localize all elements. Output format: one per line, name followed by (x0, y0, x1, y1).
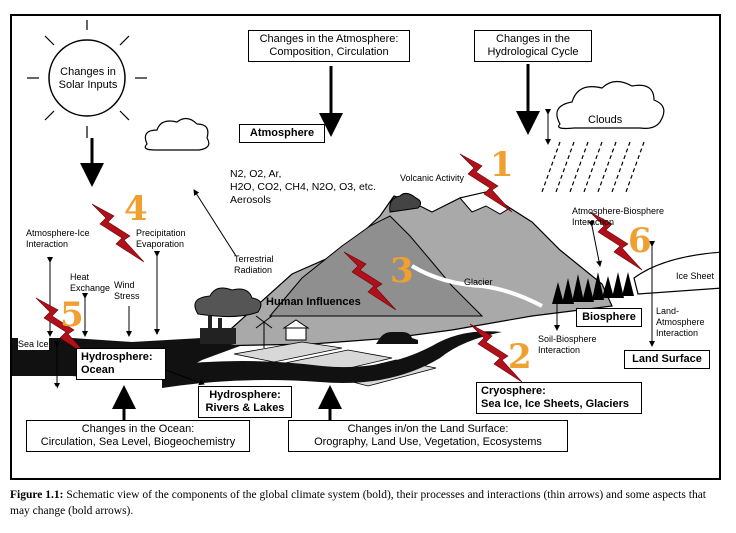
wind-line-1: Wind (114, 280, 135, 290)
atm-bio-line-2: Interaction (572, 217, 615, 227)
hydrosphere-rivers-box: Hydrosphere: Rivers & Lakes (198, 386, 292, 418)
caption-label: Figure 1.1: (10, 489, 64, 501)
solar-line-1: Changes in (60, 66, 116, 78)
car-icon (376, 332, 418, 344)
cryosphere-detail: Sea Ice, Ice Sheets, Glaciers (481, 398, 629, 410)
precipitation-label: Precipitation Evaporation (136, 228, 186, 250)
land-atmosphere-label: Land- Atmosphere Interaction (656, 306, 705, 339)
land-atm-line-3: Interaction (656, 328, 699, 338)
atmosphere-changes-detail: Composition, Circulation (269, 46, 389, 58)
land-changes-title: Changes in/on the Land Surface: (347, 423, 509, 435)
bold-arrows (80, 64, 540, 420)
precip-line-1: Precipitation (136, 228, 186, 238)
gases-line-2: H2O, CO2, CH4, N2O, O3, etc. (230, 181, 376, 193)
terrestrial-line-2: Radiation (234, 265, 273, 275)
precip-line-2: Evaporation (136, 239, 185, 249)
heat-exchange-label: Heat Exchange (70, 272, 110, 294)
marker-5: 5 (60, 295, 84, 335)
land-surface-box: Land Surface (624, 350, 710, 369)
lightning-bolt-icon (343, 251, 397, 311)
gases-label: N2, O2, Ar, H2O, CO2, CH4, N2O, O3, etc.… (230, 168, 376, 207)
atm-ice-line-1: Atmosphere-Ice (26, 228, 90, 238)
solar-inputs-label: Changes in Solar Inputs (58, 66, 118, 92)
marker-1: 1 (490, 145, 514, 185)
hydro-changes-detail: Hydrological Cycle (487, 46, 579, 58)
ice-sheet-shape (633, 251, 719, 295)
cryosphere-title: Cryosphere: (481, 385, 546, 397)
volcanic-activity-label: Volcanic Activity (400, 173, 465, 183)
thin-arrows (47, 109, 655, 389)
land-atm-line-2: Atmosphere (656, 317, 705, 327)
volcano-plume (389, 192, 422, 213)
soil-bio-line-1: Soil-Biosphere (538, 334, 597, 344)
atm-bio-line-1: Atmosphere-Biosphere (572, 206, 665, 216)
land-changes-box: Changes in/on the Land Surface: Orograph… (288, 420, 568, 452)
ice-sheet-label: Ice Sheet (676, 271, 715, 281)
gases-line-3: Aerosols (230, 194, 271, 206)
ocean-box-detail: Ocean (81, 364, 115, 376)
windmill-icon (255, 315, 273, 348)
atmosphere-changes-box: Changes in the Atmosphere: Composition, … (248, 30, 410, 62)
atmosphere-box: Atmosphere (239, 124, 325, 143)
ocean-box-title: Hydrosphere: (81, 351, 153, 363)
atmosphere-ice-label: Atmosphere-Ice Interaction (26, 228, 90, 250)
gases-line-1: N2, O2, Ar, (230, 168, 282, 180)
atmosphere-biosphere-label: Atmosphere-Biosphere Interaction (572, 206, 664, 228)
rivers-box-title: Hydrosphere: (209, 389, 281, 401)
mountain-back (268, 215, 484, 317)
forest-icon (552, 272, 634, 304)
land-atm-line-1: Land- (656, 306, 680, 316)
hydrological-changes-box: Changes in the Hydrological Cycle (474, 30, 592, 62)
ocean-changes-detail: Circulation, Sea Level, Biogeochemistry (40, 436, 236, 448)
glacier-path (410, 264, 543, 308)
diagram-frame: Changes in Solar Inputs Changes in the A… (10, 14, 721, 480)
glacier-label: Glacier (464, 277, 493, 287)
caption-text: Schematic view of the components of the … (10, 489, 706, 517)
small-cloud-icon (144, 117, 210, 151)
river-shape (162, 331, 502, 388)
lightning-bolt-icon (459, 153, 513, 213)
sea-ice-label: Sea Ice (18, 338, 49, 350)
figure-caption: Figure 1.1: Schematic view of the compon… (10, 487, 728, 519)
rivers-box-detail: Rivers & Lakes (205, 402, 285, 414)
hydrosphere-ocean-box: Hydrosphere: Ocean (76, 348, 166, 380)
marker-6: 6 (628, 221, 652, 261)
wind-line-2: Stress (114, 291, 140, 301)
terrestrial-line-1: Terrestrial (234, 254, 274, 264)
house-icon (282, 319, 310, 341)
human-influences-label: Human Influences (266, 296, 361, 308)
wind-stress-label: Wind Stress (114, 280, 140, 302)
clouds-label: Clouds (588, 114, 623, 126)
hydro-changes-title: Changes in the (496, 33, 570, 45)
ice-ocean-coupling-label: Ice-Ocean Coupling (26, 383, 106, 393)
heat-line-2: Exchange (70, 283, 111, 293)
atmosphere-changes-title: Changes in the Atmosphere: (259, 33, 399, 45)
heat-line-1: Heat (70, 272, 90, 282)
lightning-bolt-icon (589, 211, 643, 271)
solar-line-2: Solar Inputs (58, 79, 118, 91)
marker-2: 2 (508, 337, 532, 377)
sun-icon (27, 20, 147, 138)
marker-3: 3 (390, 251, 414, 291)
atm-ice-line-2: Interaction (26, 239, 69, 249)
marker-4: 4 (124, 189, 148, 229)
soil-biosphere-label: Soil-Biosphere Interaction (538, 334, 597, 356)
biosphere-box: Biosphere (576, 308, 642, 327)
land-changes-detail: Orography, Land Use, Vegetation, Ecosyst… (314, 436, 542, 448)
ocean-changes-title: Changes in the Ocean: (81, 423, 195, 435)
ocean-changes-box: Changes in the Ocean: Circulation, Sea L… (26, 420, 250, 452)
rain-cloud-icon (541, 80, 665, 193)
factory-icon (194, 287, 262, 344)
cryosphere-box: Cryosphere: Sea Ice, Ice Sheets, Glacier… (476, 382, 642, 414)
lightning-bolt-icon (91, 203, 145, 263)
soil-bio-line-2: Interaction (538, 345, 581, 355)
terrestrial-radiation-label: Terrestrial Radiation (234, 254, 274, 276)
